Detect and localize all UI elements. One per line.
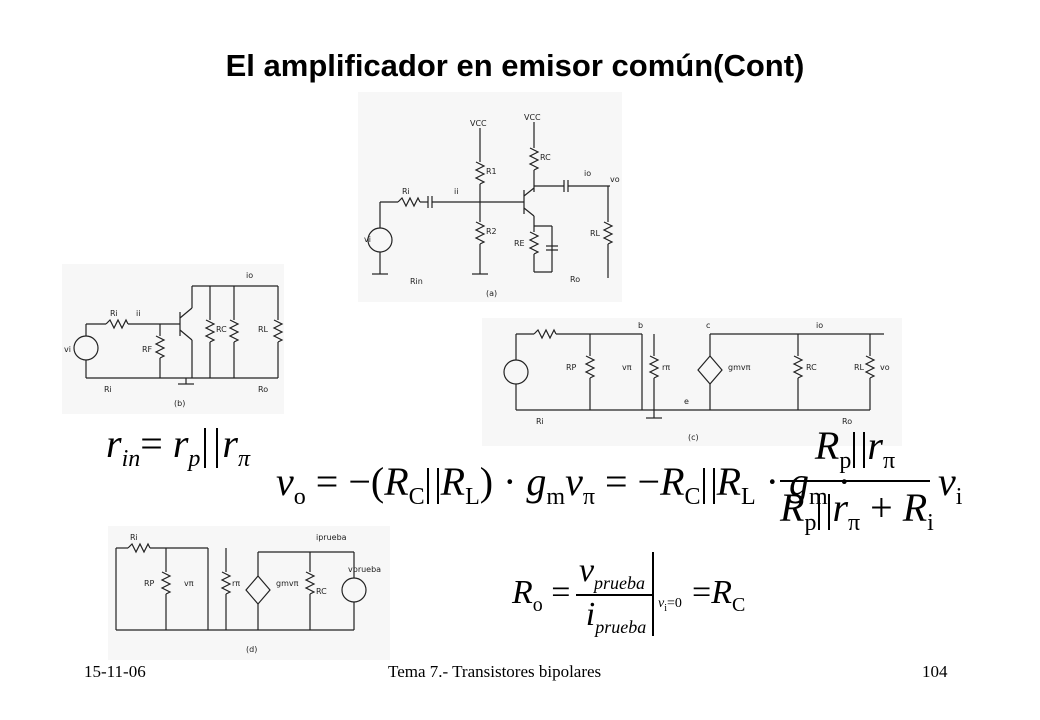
footer-course: Tema 7.- Transistores bipolares — [388, 662, 602, 681]
figure-a-label: R1 — [486, 167, 497, 176]
figure-c-caption: (c) — [688, 433, 699, 442]
figure-a-label: R2 — [486, 227, 497, 236]
figure-c-label: vπ — [622, 363, 632, 372]
figure-d-label: iprueba — [316, 533, 347, 542]
parallel-bars — [204, 427, 219, 468]
figure-b-label: RL — [258, 325, 269, 334]
figure-b-caption: (b) — [174, 399, 185, 408]
figure-c-label: b — [638, 321, 643, 330]
figure-b-label: RC — [216, 325, 227, 334]
figure-b-label: ii — [136, 309, 140, 318]
figure-c-label: e — [684, 397, 689, 406]
figure-a-svg: VCC VCC R1 RC io Ri ii vo vi R2 RE RL Ri… — [364, 113, 620, 298]
figure-a-label: ii — [454, 187, 458, 196]
slide-title: El amplificador en emisor común(Cont) — [225, 48, 805, 83]
figure-c-label: vo — [880, 363, 890, 372]
figure-d-label: vprueba — [348, 565, 381, 574]
figure-c-label: RC — [806, 363, 817, 372]
figure-a-label: VCC — [524, 113, 541, 122]
figure-a-circuit: VCC VCC R1 RC io Ri ii vo vi R2 RE RL Ri… — [358, 92, 622, 302]
figure-a-caption: (a) — [486, 289, 497, 298]
figure-c-label: io — [816, 321, 823, 330]
fraction-bar — [576, 594, 654, 596]
figure-a-label: vo — [610, 175, 620, 184]
parallel-bars — [426, 467, 439, 504]
figure-a-label: io — [584, 169, 591, 178]
figure-c-label: RL — [854, 363, 865, 372]
figure-d-label: Ri — [130, 533, 138, 542]
evaluation-bar — [652, 552, 654, 636]
figure-b-label: Ri — [104, 385, 112, 394]
figure-a-label: Ro — [570, 275, 580, 284]
figure-c-svg: b c io RP vπ rπ gmvπ RC RL vo e Ri Ro (c… — [503, 321, 890, 442]
figure-a-label: RC — [540, 153, 551, 162]
figure-d-label: gmvπ — [276, 579, 299, 588]
figure-a-label: VCC — [470, 119, 487, 128]
figure-c-label: Ri — [536, 417, 544, 426]
figure-d-label: RC — [316, 587, 327, 596]
figure-b-label: Ri — [110, 309, 118, 318]
figure-a-label: RL — [590, 229, 601, 238]
figure-c-label: Ro — [842, 417, 852, 426]
figure-b-circuit: io Ri ii vi RF RC RL Ri Ro (b) — [62, 264, 284, 414]
figure-b-label: vi — [64, 345, 71, 354]
figure-b-label: io — [246, 271, 253, 280]
parallel-bars — [818, 493, 831, 530]
figure-d-circuit: Ri iprueba RP vπ rπ gmvπ RC vprueba (d) — [108, 526, 390, 660]
figure-d-svg: Ri iprueba RP vπ rπ gmvπ RC vprueba (d) — [115, 533, 381, 654]
figure-c-label: rπ — [662, 363, 670, 372]
figure-a-label: vi — [364, 235, 371, 244]
figure-b-label: Ro — [258, 385, 268, 394]
figure-c-circuit: b c io RP vπ rπ gmvπ RC RL vo e Ri Ro (c… — [482, 318, 902, 446]
figure-d-caption: (d) — [246, 645, 257, 654]
figure-a-label: Ri — [402, 187, 410, 196]
figure-a-label: Rin — [410, 277, 423, 286]
figure-b-svg: io Ri ii vi RF RC RL Ri Ro (b) — [64, 271, 284, 408]
figure-c-label: gmvπ — [728, 363, 751, 372]
figure-c-label: RP — [566, 363, 577, 372]
fraction-bar — [780, 480, 930, 482]
footer-page-number: 104 — [922, 662, 948, 681]
parallel-bars — [853, 431, 866, 468]
parallel-bars — [702, 467, 715, 504]
footer-date: 15-11-06 — [84, 662, 146, 681]
figure-a-label: RE — [514, 239, 525, 248]
figure-b-label: RF — [142, 345, 153, 354]
figure-d-label: rπ — [232, 579, 240, 588]
figure-c-label: c — [706, 321, 710, 330]
figure-d-label: RP — [144, 579, 155, 588]
equation-ro: Ro = vprueba iprueba vi=0 =RC — [512, 552, 746, 637]
figure-d-label: vπ — [184, 579, 194, 588]
